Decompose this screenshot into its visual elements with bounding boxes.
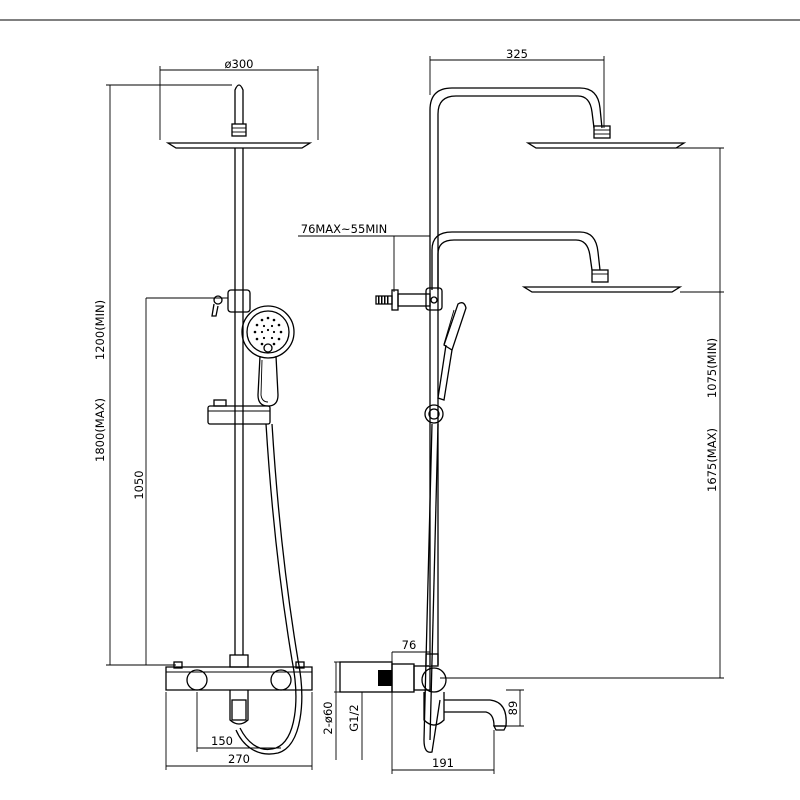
head-height-max-label: 1675(MAX)	[705, 428, 719, 492]
side-upper-arm	[429, 87, 687, 300]
front-hand-shower	[241, 305, 295, 407]
front-shower-head	[165, 84, 313, 149]
front-riser-pipe	[234, 148, 244, 655]
thread-label: G1/2	[347, 704, 361, 731]
inlet-spec-label: 2-ø60	[321, 701, 335, 734]
inlet-depth-label: 76	[402, 638, 417, 652]
mixer-width-label: 270	[228, 752, 250, 766]
side-hose	[423, 423, 441, 753]
front-view: ø300	[93, 57, 319, 770]
height-max-label: 1800(MAX)	[93, 398, 107, 462]
head-height-min-label: 1075(MIN)	[705, 338, 719, 398]
front-slider-holder	[207, 399, 271, 425]
side-slider-holder	[424, 404, 444, 424]
holder-height-label: 1050	[132, 470, 146, 499]
side-hand-shower	[437, 302, 467, 401]
front-wall-bracket	[146, 289, 251, 317]
spout-drop-label: 89	[506, 701, 520, 716]
height-min-label: 1200(MIN)	[93, 300, 107, 360]
side-lower-arm	[431, 231, 683, 293]
arm-reach-label: 325	[506, 47, 528, 61]
spout-offset-label: 150	[211, 734, 233, 748]
front-hose	[235, 423, 303, 755]
wall-distance-label: 76MAX~55MIN	[301, 222, 388, 236]
total-depth-label: 191	[432, 756, 454, 770]
head-diameter-label: ø300	[225, 57, 254, 71]
side-view: 325 76MAX~55MIN	[298, 47, 724, 774]
side-wall-bracket: 76MAX~55MIN	[298, 222, 443, 311]
front-mixer-body	[165, 654, 313, 725]
side-mixer-body	[339, 653, 508, 731]
